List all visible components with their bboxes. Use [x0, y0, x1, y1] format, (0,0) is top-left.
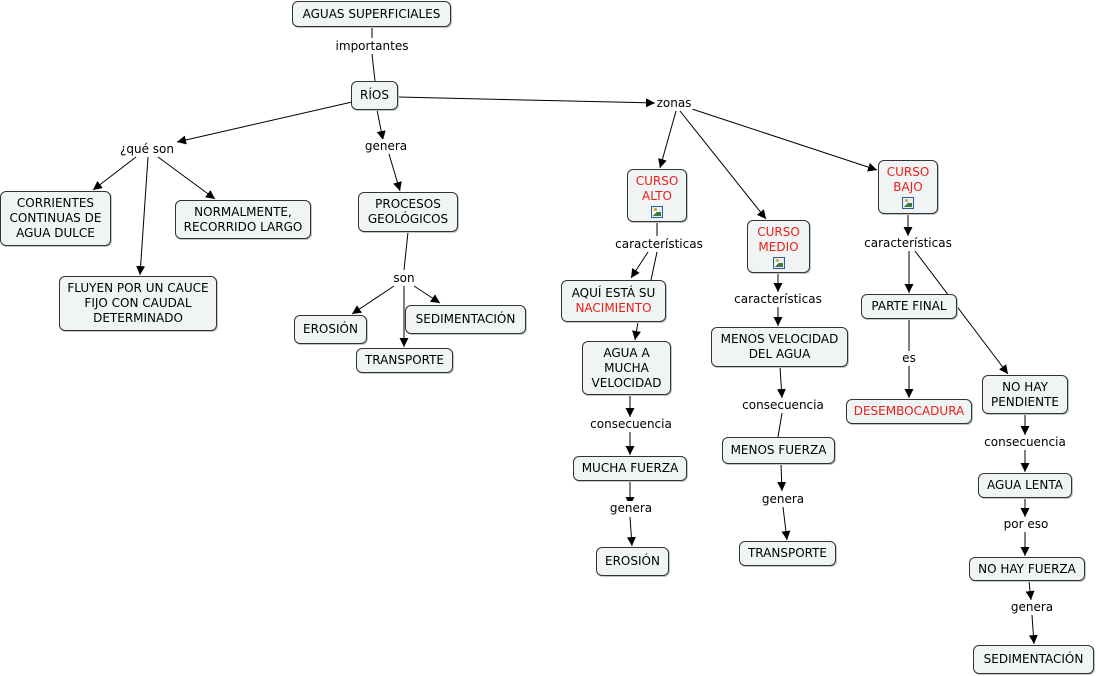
node-curso-alto[interactable]: CURSO ALTO: [627, 169, 687, 222]
image-icon[interactable]: [651, 205, 663, 218]
node-label-line: CURSO: [757, 224, 800, 239]
node-label-line: FLUYEN POR UN CAUCE: [67, 281, 209, 295]
node-label-line: BAJO: [893, 180, 923, 194]
link-label-consecuencia-medio: consecuencia: [741, 398, 825, 412]
node-procesos-geologicos[interactable]: PROCESOS GEOLÓGICOS: [358, 192, 458, 232]
link-label-importantes: importantes: [334, 39, 410, 53]
node-label: MENOS FUERZA: [730, 443, 827, 457]
node-label-line: AQUÍ ESTÁ SU: [571, 286, 656, 300]
node-aguas-superficiales[interactable]: AGUAS SUPERFICIALES: [292, 1, 451, 27]
node-agua-lenta[interactable]: AGUA LENTA: [978, 473, 1072, 498]
node-label-line: NO HAY: [1002, 379, 1048, 394]
node-label: RÍOS: [360, 88, 389, 102]
node-label-line: CORRIENTES: [16, 196, 95, 210]
node-mucha-fuerza[interactable]: MUCHA FUERZA: [573, 456, 687, 481]
node-label: SEDIMENTACIÓN: [415, 312, 516, 326]
node-label: EROSIÓN: [605, 554, 660, 568]
node-label: MUCHA FUERZA: [581, 461, 679, 475]
node-label-line: CONTINUAS DE: [9, 211, 102, 225]
node-transporte-medio[interactable]: TRANSPORTE: [739, 541, 836, 566]
node-erosion-alto[interactable]: EROSIÓN: [596, 547, 669, 576]
node-rios[interactable]: RÍOS: [351, 81, 398, 110]
node-label: NO HAY FUERZA: [978, 561, 1076, 576]
node-menos-fuerza[interactable]: MENOS FUERZA: [722, 437, 835, 464]
link-label-genera-bajo: genera: [1009, 600, 1055, 614]
node-label-line: MEDIO: [758, 239, 799, 254]
node-label-line: RECORRIDO LARGO: [183, 219, 303, 234]
node-label-line: CURSO: [886, 165, 930, 179]
node-sedimentacion-geologico[interactable]: SEDIMENTACIÓN: [405, 305, 526, 334]
node-agua-mucha-velocidad[interactable]: AGUA A MUCHA VELOCIDAD: [582, 341, 671, 395]
image-icon[interactable]: [772, 256, 785, 269]
node-fluyen[interactable]: FLUYEN POR UN CAUCE FIJO CON CAUDAL DETE…: [59, 276, 217, 331]
node-label-line: GEOLÓGICOS: [367, 212, 449, 226]
node-label: EROSIÓN: [303, 322, 358, 336]
node-label-line: NORMALMENTE,: [194, 204, 292, 219]
link-label-zonas: zonas: [655, 96, 693, 110]
node-normalmente[interactable]: NORMALMENTE, RECORRIDO LARGO: [175, 200, 311, 239]
node-label-line: FIJO CON CAUDAL: [84, 296, 192, 310]
node-label: AGUA LENTA: [987, 478, 1063, 492]
node-no-hay-pendiente[interactable]: NO HAY PENDIENTE: [982, 375, 1068, 414]
node-nacimiento[interactable]: AQUÍ ESTÁ SU NACIMIENTO: [561, 280, 666, 322]
node-erosion-geologico[interactable]: EROSIÓN: [294, 315, 367, 344]
node-curso-bajo[interactable]: CURSO BAJO: [878, 160, 938, 214]
node-label-line: ALTO: [641, 188, 673, 203]
node-sedimentacion-bajo[interactable]: SEDIMENTACIÓN: [973, 645, 1094, 674]
node-corrientes[interactable]: CORRIENTES CONTINUAS DE AGUA DULCE: [0, 191, 111, 246]
link-label-caracteristicas-medio: características: [733, 292, 823, 306]
node-desembocadura[interactable]: DESEMBOCADURA: [846, 399, 972, 424]
image-icon[interactable]: [902, 197, 914, 209]
node-label: DESEMBOCADURA: [853, 404, 965, 418]
link-label-por-eso: por eso: [1002, 517, 1050, 531]
link-label-caracteristicas-bajo: características: [863, 236, 953, 250]
node-curso-medio[interactable]: CURSO MEDIO: [747, 220, 810, 273]
link-label-que-son: ¿qué son: [119, 142, 175, 156]
node-menos-velocidad[interactable]: MENOS VELOCIDAD DEL AGUA: [711, 327, 848, 367]
node-label-line: MUCHA: [604, 360, 649, 375]
node-label-line: PROCESOS: [375, 197, 441, 211]
link-label-genera-medio: genera: [760, 492, 806, 506]
node-label: PARTE FINAL: [871, 299, 947, 313]
node-transporte-geologico[interactable]: TRANSPORTE: [356, 348, 453, 373]
link-label-caracteristicas-alto: características: [614, 237, 704, 251]
node-label: AGUAS SUPERFICIALES: [302, 6, 441, 21]
node-label: TRANSPORTE: [364, 353, 445, 367]
node-label-line: DEL AGUA: [748, 347, 811, 361]
link-label-consecuencia-alto: consecuencia: [589, 417, 673, 431]
node-label-line: PENDIENTE: [990, 394, 1060, 409]
node-no-hay-fuerza[interactable]: NO HAY FUERZA: [969, 557, 1085, 581]
link-label-genera-alto: genera: [608, 501, 654, 515]
node-label: SEDIMENTACIÓN: [983, 652, 1084, 666]
node-parte-final[interactable]: PARTE FINAL: [861, 294, 957, 319]
link-label-son: son: [392, 271, 416, 285]
node-label-line: NACIMIENTO: [575, 301, 652, 315]
node-label: TRANSPORTE: [747, 546, 828, 560]
node-label-line: DETERMINADO: [93, 311, 183, 325]
link-label-es: es: [901, 351, 917, 365]
link-label-genera: genera: [363, 139, 409, 153]
node-label-line: AGUA DULCE: [16, 226, 95, 240]
node-label-line: CURSO: [635, 173, 679, 188]
link-label-consecuencia-bajo: consecuencia: [983, 435, 1067, 449]
node-label-line: AGUA A: [603, 345, 650, 360]
node-label-line: MENOS VELOCIDAD: [720, 332, 839, 346]
node-label-line: VELOCIDAD: [591, 375, 662, 390]
